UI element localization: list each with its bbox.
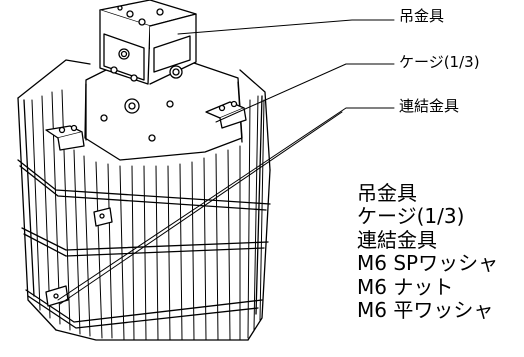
parts-list-item: M6 ナット [357, 274, 454, 299]
parts-list-item: 吊金具 [357, 181, 417, 205]
connecting-bracket-left [45, 124, 85, 151]
callout-label-cage: ケージ(1/3) [399, 53, 480, 71]
connecting-bracket-bottom [45, 207, 113, 307]
cage-wires [31, 89, 265, 341]
cage-bottom-rim [55, 329, 249, 341]
cage-top-rim [17, 59, 271, 171]
hanging-bracket [99, 0, 197, 85]
cage-right-edge [247, 169, 271, 341]
callout-label-hanging-bracket: 吊金具 [399, 7, 445, 25]
cage-ring-1 [17, 159, 271, 205]
connecting-bracket-right [205, 100, 247, 129]
cage-left-edge [17, 97, 57, 331]
parts-list-item: M6 平ワッシャ [357, 298, 494, 323]
parts-list-item: M6 SPワッシャ [357, 251, 499, 276]
leader-lines [57, 19, 395, 305]
parts-list: 吊金具 ケージ(1/3) 連結金具 M6 SPワッシャ M6 ナット M6 平ワ… [357, 181, 499, 323]
cage-ring-3 [25, 289, 263, 323]
callout-label-connecting-bracket: 連結金具 [399, 97, 460, 115]
parts-list-item: 連結金具 [357, 227, 437, 252]
parts-list-item: ケージ(1/3) [357, 204, 465, 229]
